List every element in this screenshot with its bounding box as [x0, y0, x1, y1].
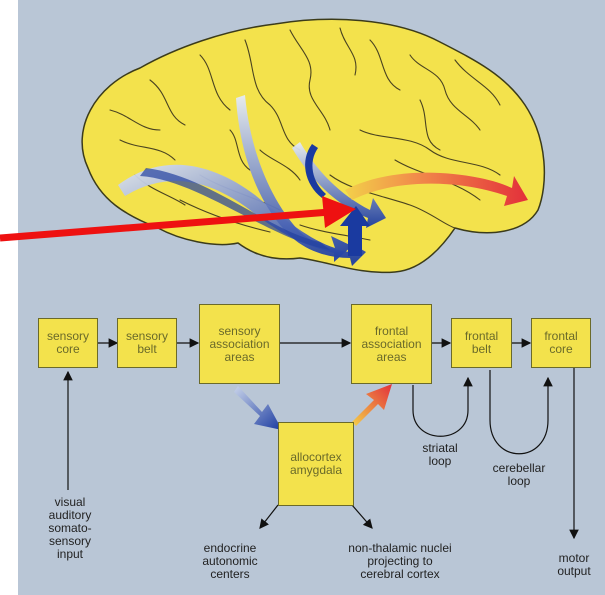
allocortex-to-frontal-arrow: [352, 384, 392, 426]
sensory-core-box: sensory core: [38, 318, 98, 368]
sensory-input-label: visual auditory somato- sensory input: [38, 496, 102, 561]
frontal-association-box: frontal association areas: [351, 304, 432, 384]
allocortex-label: allocortex amygdala: [290, 451, 342, 477]
sensory-core-label: sensory core: [47, 330, 89, 356]
frontal-association-label: frontal association areas: [361, 325, 421, 364]
sensory-belt-label: sensory belt: [126, 330, 168, 356]
cerebellar-loop-label: cerebellar loop: [484, 462, 554, 488]
nonthalamic-nuclei-label: non-thalamic nuclei projecting to cerebr…: [330, 542, 470, 581]
sensory-belt-box: sensory belt: [117, 318, 177, 368]
frontal-belt-label: frontal belt: [465, 330, 498, 356]
motor-output-label: motor output: [548, 552, 600, 578]
frontal-belt-box: frontal belt: [451, 318, 512, 368]
sensory-association-box: sensory association areas: [199, 304, 280, 384]
endocrine-centers-label: endocrine autonomic centers: [190, 542, 270, 581]
allocortex-amygdala-box: allocortex amygdala: [278, 422, 354, 506]
sensory-association-label: sensory association areas: [209, 325, 269, 364]
frontal-core-label: frontal core: [544, 330, 577, 356]
frontal-core-box: frontal core: [531, 318, 591, 368]
striatal-loop-label: striatal loop: [410, 442, 470, 468]
sensory-to-allocortex-arrow: [234, 386, 282, 430]
